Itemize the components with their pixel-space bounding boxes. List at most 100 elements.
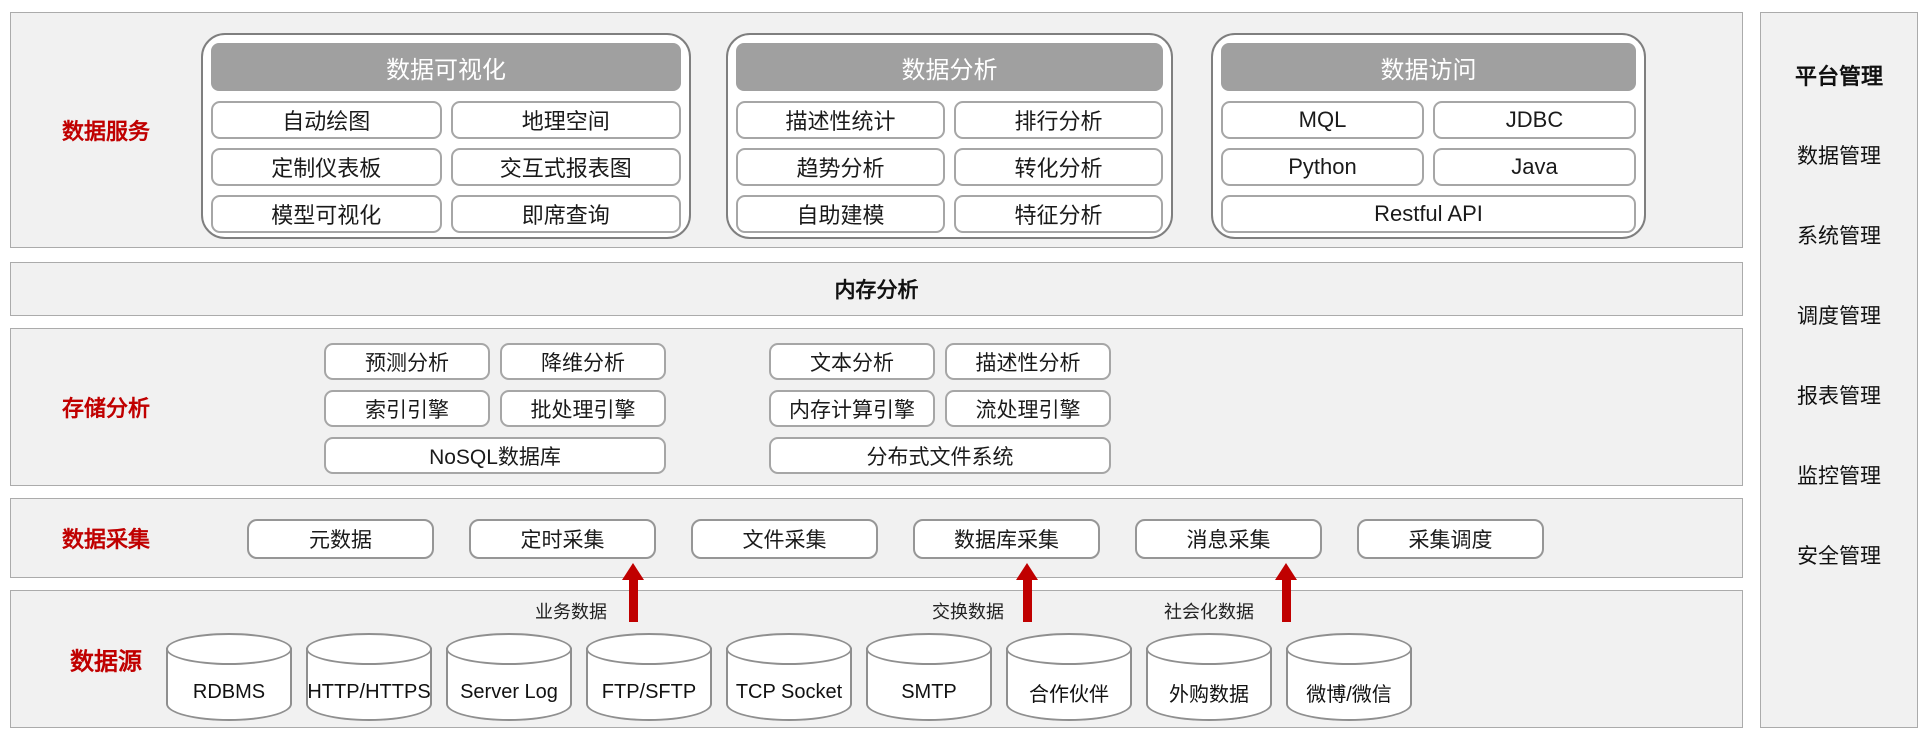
capability-box: 即席查询 — [450, 195, 681, 233]
cylinder-top — [306, 633, 432, 665]
flow-label-social-data: 社会化数据 — [1164, 602, 1254, 622]
datasource-cylinder: TCP Socket — [726, 633, 852, 721]
capability-box: 交互式报表图 — [450, 148, 681, 186]
datasource-cylinder: HTTP/HTTPS — [306, 633, 432, 721]
datasource-label: 外购数据 — [1169, 683, 1249, 706]
capability-box: 批处理引擎 — [500, 390, 666, 427]
group-data-visualization: 数据可视化 自动绘图 地理空间 定制仪表板 交互式报表图 模型可视化 即席查询 — [201, 33, 691, 239]
cylinder-top — [1286, 633, 1412, 665]
group-title-analysis: 数据分析 — [736, 43, 1163, 91]
collection-box: 定时采集 — [469, 519, 656, 559]
datasource-cylinder: 合作伙伴 — [1006, 633, 1132, 721]
arrow-shaft — [1022, 580, 1032, 622]
datasource-cylinder: 微博/微信 — [1286, 633, 1412, 721]
datasource-label: HTTP/HTTPS — [307, 680, 431, 703]
datasource-label: TCP Socket — [735, 680, 843, 703]
capability-box: Python — [1221, 148, 1424, 186]
datasource-cylinder: RDBMS — [166, 633, 292, 721]
flow-label-exchange-data: 交换数据 — [932, 602, 1004, 622]
capability-box: 预测分析 — [324, 343, 490, 380]
section-data-sources: 数据源 业务数据 交换数据 社会化数据 RDBMS HTTP/HTTPS Ser… — [10, 590, 1743, 728]
capability-box: 索引引擎 — [324, 390, 490, 427]
section-memory-analysis: 内存分析 — [10, 262, 1743, 316]
collection-box: 采集调度 — [1357, 519, 1544, 559]
datasource-cylinder: FTP/SFTP — [586, 633, 712, 721]
cylinder-top — [586, 633, 712, 665]
group-items: 描述性统计 排行分析 趋势分析 转化分析 自助建模 特征分析 — [736, 101, 1163, 233]
capability-box-wide: 分布式文件系统 — [769, 437, 1111, 474]
platform-item: 安全管理 — [1797, 545, 1881, 568]
data-service-label: 数据服务 — [61, 119, 150, 144]
platform-item: 调度管理 — [1797, 305, 1881, 328]
capability-box: 排行分析 — [954, 101, 1163, 139]
cylinder-top — [1146, 633, 1272, 665]
group-items: MQL JDBC Python Java Restful API — [1221, 101, 1636, 233]
cylinder-top — [866, 633, 992, 665]
up-arrow-icon — [1016, 563, 1038, 622]
capability-box: 自动绘图 — [211, 101, 442, 139]
section-data-collection: 数据采集 元数据 定时采集 文件采集 数据库采集 消息采集 采集调度 — [10, 498, 1743, 578]
capability-box: 流处理引擎 — [945, 390, 1111, 427]
capability-box: 趋势分析 — [736, 148, 945, 186]
arrow-head — [1275, 563, 1297, 580]
capability-box: 描述性分析 — [945, 343, 1111, 380]
arrow-shaft — [1281, 580, 1291, 622]
datasource-cylinder: 外购数据 — [1146, 633, 1272, 721]
collection-box: 消息采集 — [1135, 519, 1322, 559]
data-sources-label: 数据源 — [70, 648, 142, 676]
capability-box: 特征分析 — [954, 195, 1163, 233]
datasource-label: 微博/微信 — [1306, 683, 1392, 706]
platform-management-panel: 平台管理 数据管理 系统管理 调度管理 报表管理 监控管理 安全管理 — [1760, 12, 1918, 728]
section-storage-analysis: 存储分析 预测分析 降维分析 索引引擎 批处理引擎 NoSQL数据库 文本分析 … — [10, 328, 1743, 486]
arrow-head — [1016, 563, 1038, 580]
collection-box: 元数据 — [247, 519, 434, 559]
capability-box: 内存计算引擎 — [769, 390, 935, 427]
storage-cluster-right: 文本分析 描述性分析 内存计算引擎 流处理引擎 分布式文件系统 — [769, 343, 1111, 474]
capability-box: 模型可视化 — [211, 195, 442, 233]
capability-box: 描述性统计 — [736, 101, 945, 139]
memory-analysis-label: 内存分析 — [834, 279, 919, 302]
capability-box: 定制仪表板 — [211, 148, 442, 186]
arrow-shaft — [628, 580, 638, 622]
cylinder-top — [1006, 633, 1132, 665]
group-items: 自动绘图 地理空间 定制仪表板 交互式报表图 模型可视化 即席查询 — [211, 101, 681, 233]
group-data-access: 数据访问 MQL JDBC Python Java Restful API — [1211, 33, 1646, 239]
datasource-label: RDBMS — [192, 680, 266, 703]
datasource-cylinder: Server Log — [446, 633, 572, 721]
flow-label-business-data: 业务数据 — [535, 602, 607, 622]
group-title-visualization: 数据可视化 — [211, 43, 681, 91]
cylinder-top — [166, 633, 292, 665]
capability-box: MQL — [1221, 101, 1424, 139]
group-data-analysis: 数据分析 描述性统计 排行分析 趋势分析 转化分析 自助建模 特征分析 — [726, 33, 1173, 239]
platform-item: 系统管理 — [1797, 225, 1881, 248]
datasource-label: 合作伙伴 — [1029, 683, 1109, 706]
platform-item: 报表管理 — [1797, 385, 1881, 408]
cylinder-top — [726, 633, 852, 665]
group-title-access: 数据访问 — [1221, 43, 1636, 91]
capability-box: Java — [1433, 148, 1636, 186]
capability-box: 转化分析 — [954, 148, 1163, 186]
datasource-cylinder: SMTP — [866, 633, 992, 721]
capability-box: 降维分析 — [500, 343, 666, 380]
datasource-label: FTP/SFTP — [601, 680, 697, 703]
capability-box-wide: NoSQL数据库 — [324, 437, 666, 474]
collection-box: 数据库采集 — [913, 519, 1100, 559]
platform-item: 监控管理 — [1797, 465, 1881, 488]
storage-cluster-left: 预测分析 降维分析 索引引擎 批处理引擎 NoSQL数据库 — [324, 343, 666, 474]
arrow-head — [622, 563, 644, 580]
capability-box: JDBC — [1433, 101, 1636, 139]
data-collection-label: 数据采集 — [61, 527, 150, 552]
platform-management-title: 平台管理 — [1794, 64, 1883, 89]
section-data-service: 数据服务 数据可视化 自动绘图 地理空间 定制仪表板 交互式报表图 模型可视化 … — [10, 12, 1743, 248]
capability-box-wide: Restful API — [1221, 195, 1636, 233]
storage-analysis-label: 存储分析 — [61, 396, 150, 421]
platform-item: 数据管理 — [1797, 145, 1881, 168]
up-arrow-icon — [622, 563, 644, 622]
capability-box: 自助建模 — [736, 195, 945, 233]
datasource-label: Server Log — [460, 680, 558, 703]
cylinder-top — [446, 633, 572, 665]
capability-box: 地理空间 — [450, 101, 681, 139]
capability-box: 文本分析 — [769, 343, 935, 380]
datasource-label: SMTP — [901, 680, 957, 703]
